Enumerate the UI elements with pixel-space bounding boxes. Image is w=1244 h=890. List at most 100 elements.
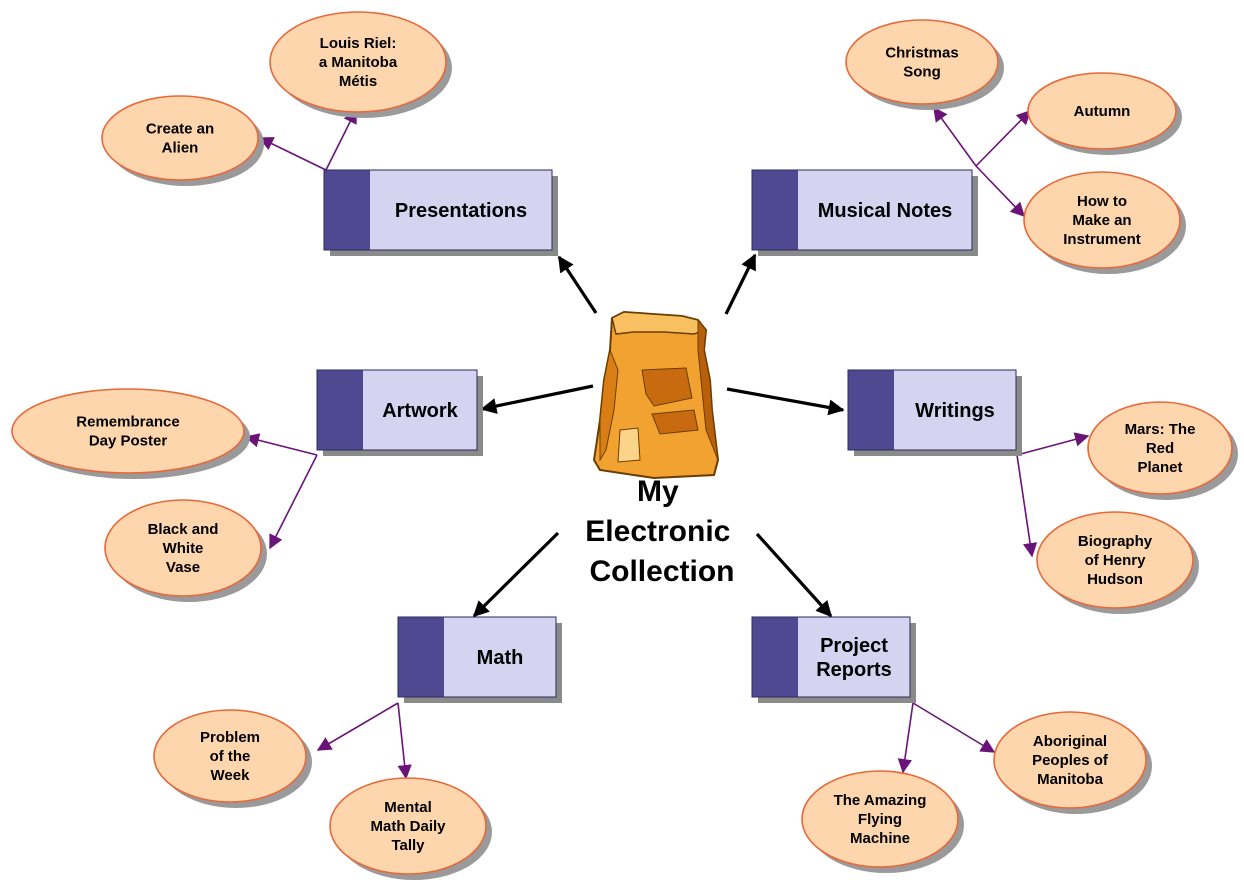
item-label-line: Machine — [850, 830, 910, 847]
item-label-line: Biography — [1078, 533, 1153, 550]
item-label-line: White — [163, 540, 204, 557]
category-outline — [397, 616, 557, 698]
link-to-christmas-song — [933, 106, 977, 167]
item-oval — [993, 711, 1147, 809]
item-oval — [1023, 171, 1181, 269]
item-label-line: Peoples of — [1032, 752, 1109, 769]
item-label-line: Vase — [166, 559, 200, 576]
link-to-create-alien — [258, 137, 327, 171]
item-label-line: Aboriginal — [1033, 733, 1107, 750]
category-math[interactable]: Math — [397, 616, 562, 703]
item-label-line: Make an — [1072, 212, 1131, 229]
item-label-autumn: Autumn — [1074, 103, 1131, 120]
item-make-instrument[interactable]: How to Make an Instrument — [1023, 171, 1186, 274]
link-to-louis-riel — [325, 108, 357, 171]
item-oval — [104, 499, 262, 597]
category-musical-notes[interactable]: Musical Notes — [751, 169, 978, 256]
link-to-aboriginal-peoples — [912, 702, 996, 753]
item-label-line: Christmas — [885, 45, 958, 62]
category-label-musical-notes: Musical Notes — [818, 200, 952, 222]
item-label-line: Instrument — [1063, 231, 1141, 248]
item-oval — [1027, 72, 1177, 150]
arrow-to-presentations — [557, 255, 598, 314]
item-label-line: The Amazing — [834, 792, 927, 809]
item-oval — [11, 388, 245, 474]
category-label-math: Math — [477, 647, 524, 669]
category-artwork[interactable]: Artwork — [316, 369, 483, 456]
item-autumn[interactable]: Autumn — [1027, 72, 1182, 155]
arrow-to-writings — [726, 387, 845, 416]
paper-bag-icon — [592, 310, 720, 480]
link-to-flying-machine — [897, 702, 914, 774]
link-to-problem-week — [316, 702, 399, 751]
item-label-line: of Henry — [1085, 552, 1147, 569]
category-tab — [398, 617, 444, 697]
link-to-make-instrument — [975, 165, 1025, 218]
item-label-line: Tally — [391, 837, 425, 854]
item-oval — [845, 19, 999, 105]
link-to-black-white-vase — [269, 454, 318, 550]
item-label-line: Create an — [146, 121, 214, 138]
item-label-line: Mental — [384, 799, 432, 816]
category-label-line: Project — [820, 635, 888, 657]
category-writings[interactable]: Writings — [847, 369, 1022, 456]
category-tab — [752, 617, 798, 697]
category-outline — [323, 169, 553, 251]
item-label-line: Day Poster — [89, 433, 168, 450]
category-label-line: Musical Notes — [818, 200, 952, 222]
category-tab — [752, 170, 798, 250]
link-to-mental-math — [397, 702, 412, 780]
item-label-line: Black and — [148, 521, 219, 538]
item-label-line: Week — [211, 767, 251, 784]
item-oval — [801, 770, 959, 868]
item-label-line: Song — [903, 64, 941, 81]
item-oval — [329, 777, 487, 875]
item-label-line: Autumn — [1074, 103, 1131, 120]
category-label-line: Presentations — [395, 200, 527, 222]
arrow-to-math — [472, 531, 560, 618]
center-title-line-1: My — [637, 475, 679, 508]
item-label-line: Red — [1146, 440, 1174, 457]
category-label-line: Artwork — [382, 400, 458, 422]
category-label-line: Reports — [816, 659, 892, 681]
item-label-make-instrument: How to Make an Instrument — [1063, 193, 1141, 248]
link-to-remembrance-poster — [244, 433, 318, 456]
center-title-line-2: Electronic — [585, 515, 730, 548]
item-oval — [1036, 511, 1194, 609]
category-outline — [751, 616, 911, 698]
category-label-artwork: Artwork — [382, 400, 458, 422]
category-outline — [751, 169, 973, 251]
item-label-line: Louis Riel: — [320, 35, 397, 52]
center-title: My Electronic Collection — [585, 475, 738, 588]
item-label-line: Mars: The — [1125, 421, 1196, 438]
link-to-autumn — [975, 109, 1032, 167]
category-tab — [324, 170, 370, 250]
item-label-line: How to — [1077, 193, 1127, 210]
category-label-line: Math — [477, 647, 524, 669]
category-presentations[interactable]: Presentations — [323, 169, 558, 256]
item-oval — [101, 95, 259, 181]
center-title-line-3: Collection — [589, 555, 734, 588]
item-label-line: Métis — [339, 73, 377, 90]
